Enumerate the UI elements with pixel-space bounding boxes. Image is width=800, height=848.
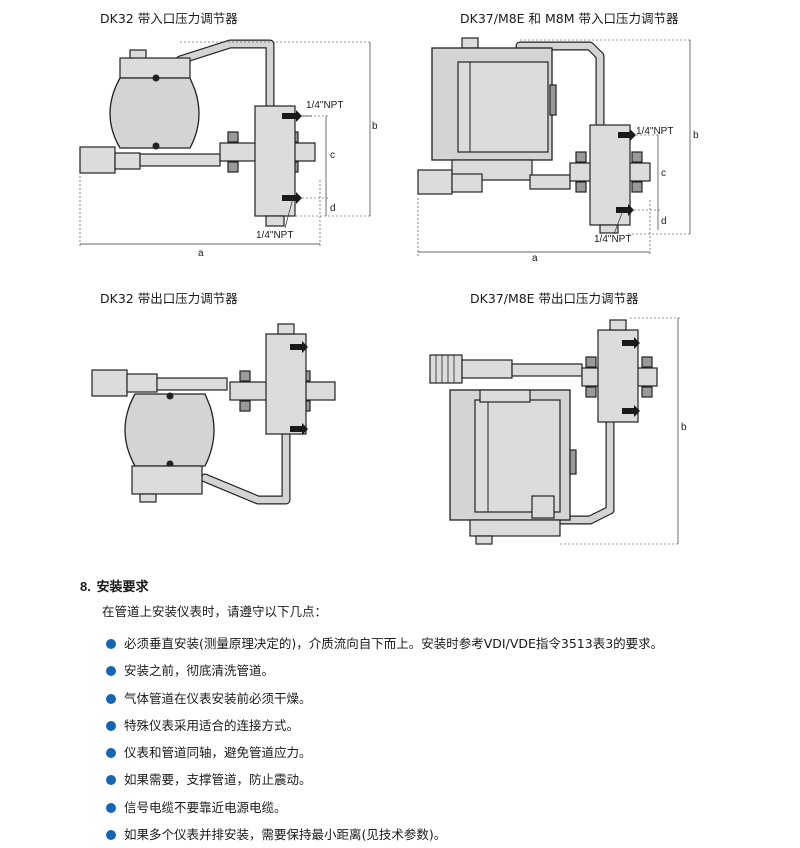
section-title: 安装要求	[96, 579, 149, 594]
side-connector	[79, 146, 116, 174]
list-item: 必须垂直安装(测量原理决定的)，介质流向自下而上。安装时参考VDI/VDE指令3…	[106, 630, 770, 657]
port-label-top: 1/4"NPT	[636, 126, 673, 137]
port-label-bottom: 1/4"NPT	[256, 230, 293, 241]
svg-text:a: a	[198, 248, 204, 259]
svg-text:c: c	[661, 168, 666, 179]
bullet-icon	[106, 639, 116, 649]
port-label-bottom: 1/4"NPT	[594, 234, 631, 245]
diagram-dk37-inlet: 1/4"NPT 1/4"NPT b c d a	[417, 37, 699, 264]
list-item: 仪表和管道同轴，避免管道应力。	[106, 739, 770, 766]
svg-text:a: a	[532, 253, 538, 264]
svg-text:b: b	[693, 130, 699, 141]
list-item: 安装之前，彻底清洗管道。	[106, 657, 770, 684]
section-number: 8.	[80, 579, 91, 594]
regulator-block	[265, 333, 307, 435]
bullet-icon	[106, 720, 116, 731]
bullet-icon	[106, 693, 116, 704]
svg-text:b: b	[372, 121, 378, 132]
bullet-icon	[106, 748, 116, 759]
meter-body	[109, 77, 200, 149]
diagram-dk32-inlet: 1/4"NPT 1/4"NPT b c d a	[79, 39, 378, 259]
list-item: 信号电缆不要靠近电源电缆。	[106, 794, 770, 821]
section-intro: 在管道上安装仪表时，请遵守以下几点：	[102, 604, 328, 619]
list-item: 气体管道在仪表安装前必须干燥。	[106, 685, 770, 712]
bullet-icon	[106, 775, 116, 786]
svg-text:c: c	[330, 150, 335, 161]
figure-title-dk32-outlet: DK32 带出口压力调节器	[100, 291, 238, 306]
diagram-dk37-outlet: b	[429, 317, 687, 545]
figure-title-dk37-outlet: DK37/M8E 带出口压力调节器	[470, 291, 639, 306]
svg-text:d: d	[330, 203, 336, 214]
figure-title-dk32-inlet: DK32 带入口压力调节器	[100, 11, 238, 26]
port-label-top: 1/4"NPT	[306, 100, 343, 111]
bullet-icon	[106, 802, 116, 813]
meter-body	[124, 393, 215, 467]
bullet-icon	[106, 666, 116, 677]
list-item: 如果需要，支撑管道，防止震动。	[106, 766, 770, 793]
svg-text:b: b	[681, 422, 687, 433]
bullet-icon	[106, 830, 116, 841]
list-item: 特殊仪表采用适合的连接方式。	[106, 712, 770, 739]
requirements-list: 必须垂直安装(测量原理决定的)，介质流向自下而上。安装时参考VDI/VDE指令3…	[80, 630, 770, 848]
svg-text:d: d	[661, 216, 667, 227]
section-heading: 8. 安装要求	[80, 576, 770, 595]
list-item: 如果多个仪表并排安装，需要保持最小距离(见技术参数)。	[106, 821, 770, 848]
screw-icon	[152, 74, 160, 82]
figure-title-dk37-inlet: DK37/M8E 和 M8M 带入口压力调节器	[460, 11, 679, 26]
diagram-dk32-outlet	[91, 323, 336, 505]
installation-section: 8. 安装要求 在管道上安装仪表时，请遵守以下几点： 必须垂直安装(测量原理决定…	[80, 576, 770, 848]
knurled-connector	[429, 354, 463, 384]
